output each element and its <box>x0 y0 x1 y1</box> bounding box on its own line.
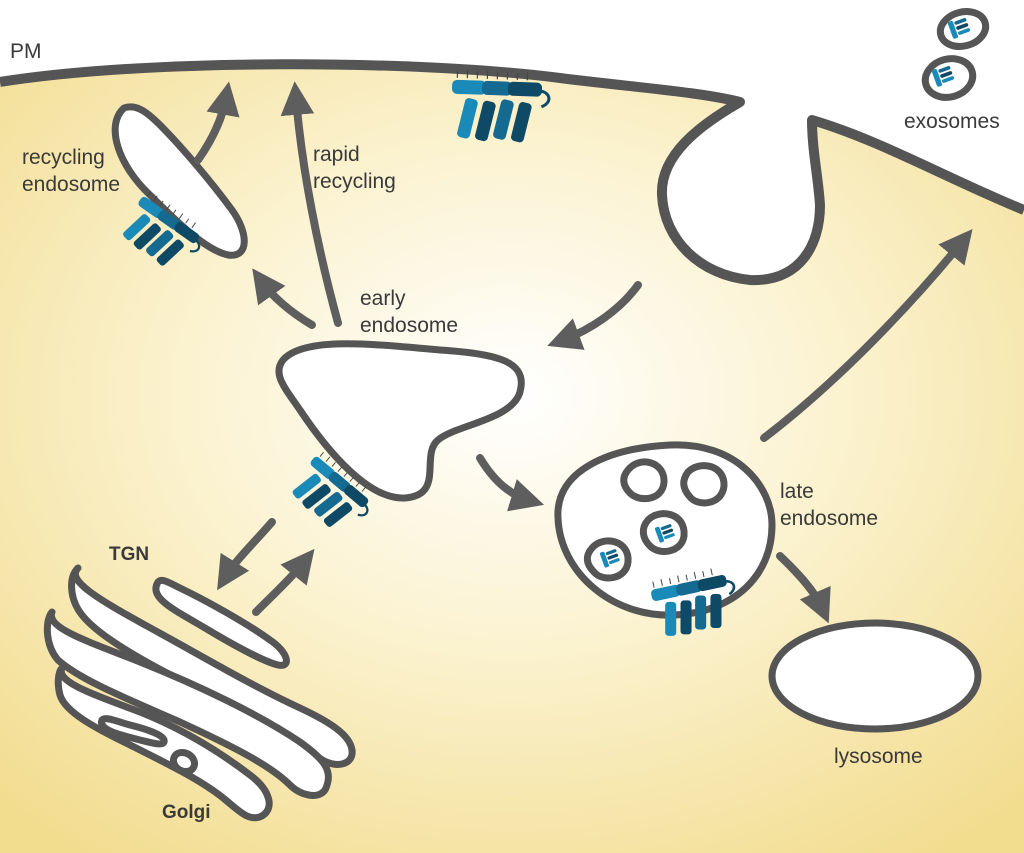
recycling-endosome-shape <box>111 103 248 259</box>
arrow-endocytosis-to-early-endosome <box>547 281 642 350</box>
intraluminal-vesicle <box>620 458 668 503</box>
arrow-late-endosome-to-lysosome <box>776 552 831 624</box>
exosome <box>936 8 990 50</box>
plasma-membrane <box>0 59 1024 286</box>
label-rapid-recycling: rapid recycling <box>313 143 396 193</box>
lysosome-shape <box>768 619 982 733</box>
arrow-tgn-to-early-endosome <box>252 548 315 616</box>
arrow-late-endosome-to-exosomes <box>760 228 973 442</box>
early-endosome-shape <box>275 340 525 502</box>
label-recycling-endosome: recycling endosome <box>22 146 120 196</box>
intraluminal-vesicle <box>583 537 632 582</box>
label-tgn: TGN <box>109 544 149 565</box>
arrow-early-endosome-to-tgn <box>217 518 276 591</box>
golgi-apparatus <box>43 564 356 822</box>
arrow-early-to-recycling-endosome <box>252 268 316 329</box>
label-lysosome: lysosome <box>834 745 923 768</box>
label-exosomes: exosomes <box>904 110 1000 133</box>
exosome <box>921 55 977 101</box>
label-early-endosome: early endosome <box>360 287 458 337</box>
arrow-recycling-endosome-to-pm <box>194 81 240 164</box>
arrow-early-to-late-endosome <box>476 454 545 512</box>
arrow-rapid-recycling <box>280 81 342 327</box>
intraluminal-vesicle <box>680 462 728 507</box>
label-golgi: Golgi <box>162 802 211 823</box>
label-late-endosome: late endosome <box>780 480 878 530</box>
label-pm: PM <box>10 40 42 63</box>
